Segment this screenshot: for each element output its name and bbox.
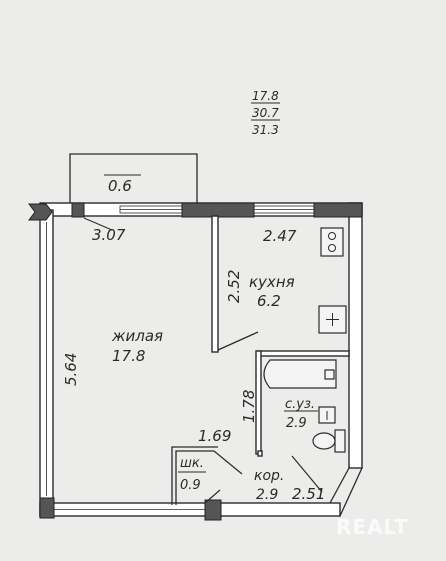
dim-kitchen-depth: 2.52 bbox=[225, 270, 243, 303]
realt-watermark: REALT bbox=[336, 515, 409, 539]
column-bottom-left bbox=[39, 497, 55, 519]
stove-burner-2 bbox=[328, 244, 336, 252]
toilet-bowl bbox=[312, 432, 336, 450]
room-bathroom-area: 2.9 bbox=[286, 416, 307, 431]
entry-door-leaf bbox=[204, 489, 221, 504]
bathroom-door-leaf bbox=[291, 455, 323, 493]
dim-kitchen-width: 2.47 bbox=[263, 227, 297, 245]
room-corridor-name: кор. bbox=[254, 468, 284, 484]
closet-walls bbox=[171, 446, 218, 505]
column-top-left bbox=[71, 202, 85, 218]
room-living-name: жилая bbox=[111, 327, 163, 345]
room-closet-name: шк. bbox=[180, 456, 204, 471]
balcony: 0.6 bbox=[69, 153, 198, 205]
kitchen-partition bbox=[211, 215, 219, 353]
dim-living-left: 5.64 bbox=[62, 353, 80, 386]
toilet-tank bbox=[334, 429, 346, 453]
dim-living-top: 3.07 bbox=[92, 226, 126, 244]
room-living-area: 17.8 bbox=[112, 347, 145, 365]
dim-bathroom-height: 1.78 bbox=[240, 390, 258, 423]
column-top-mid bbox=[181, 202, 255, 218]
bathroom-top-wall bbox=[257, 350, 350, 357]
corner-diagonal bbox=[339, 467, 363, 517]
closet-door-leaf bbox=[213, 450, 243, 475]
stove bbox=[320, 227, 344, 257]
bathroom-bottom-stub bbox=[257, 450, 263, 457]
column-bottom-mid bbox=[204, 499, 222, 521]
kitchen-fixtures bbox=[318, 227, 347, 334]
dimension-labels: 3.07 5.64 2.47 2.52 1.78 1.69 2.51 bbox=[62, 217, 325, 503]
bathroom-fixtures bbox=[263, 359, 346, 453]
room-closet-area: 0.9 bbox=[180, 478, 201, 493]
room-corridor-area: 2.9 bbox=[256, 487, 278, 503]
summary-total-area: 30.7 bbox=[252, 106, 279, 120]
summary-living-area: 17.8 bbox=[252, 89, 279, 103]
watermark-text: REALT bbox=[336, 515, 409, 539]
kitchen-door-leaf bbox=[217, 331, 259, 351]
corner-diagonal-inner bbox=[329, 467, 350, 504]
interior-walls bbox=[171, 215, 350, 505]
room-labels: жилая 17.8 кухня 6.2 с.уз. 2.9 кор. 2.9 … bbox=[111, 273, 318, 503]
bathtub-tap bbox=[324, 369, 335, 380]
column-top-right bbox=[313, 202, 363, 218]
room-kitchen-area: 6.2 bbox=[257, 292, 281, 310]
area-summary: 17.8 30.7 31.3 bbox=[251, 89, 280, 137]
wall-stub-left bbox=[28, 203, 53, 221]
closet-walls-inner bbox=[175, 450, 214, 505]
summary-total-with-balcony: 31.3 bbox=[252, 123, 279, 137]
bathtub bbox=[263, 359, 337, 389]
balcony-area: 0.6 bbox=[108, 177, 132, 195]
stove-burner-1 bbox=[328, 232, 336, 240]
balcony-outline bbox=[69, 153, 198, 205]
room-kitchen-name: кухня bbox=[249, 273, 295, 291]
exterior-walls bbox=[28, 202, 363, 521]
dim-living-top-leader bbox=[83, 217, 113, 231]
dim-corridor-width: 1.69 bbox=[198, 427, 231, 445]
dim-corridor-length: 2.51 bbox=[292, 485, 325, 503]
right-wall bbox=[348, 202, 363, 469]
room-bathroom-name: с.уз. bbox=[285, 397, 315, 412]
